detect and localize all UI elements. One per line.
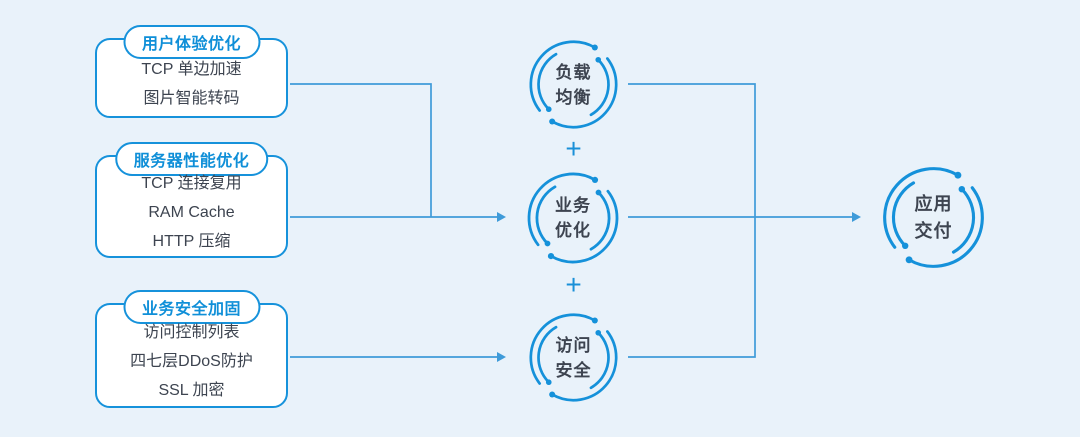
circle-label-line2: 优化	[555, 221, 591, 240]
circle-label: 业务 优化	[523, 168, 623, 268]
feature-box-title: 服务器性能优化	[114, 142, 269, 176]
feature-box-server-performance: 服务器性能优化 TCP 连接复用 RAM Cache HTTP 压缩	[95, 142, 288, 258]
connector-box1-to-merge	[290, 83, 432, 217]
arrowhead-into-circle2	[497, 212, 506, 222]
circle-ring-icon	[529, 313, 618, 402]
feature-item: 四七层DDoS防护	[130, 353, 253, 370]
circle-label-line2: 均衡	[555, 87, 592, 107]
arrowhead-into-result	[852, 212, 861, 222]
feature-item: 图片智能转码	[143, 90, 240, 107]
circle-label-line1: 访问	[555, 335, 592, 355]
circle-ring-icon	[527, 172, 619, 264]
circle-label: 负载 均衡	[525, 36, 622, 133]
circle-application-delivery: 应用 交付	[878, 162, 989, 273]
feature-item: TCP 单边加速	[141, 61, 242, 78]
circle-ring-icon	[883, 167, 984, 268]
circle-label-line2: 交付	[914, 220, 953, 241]
circle-access-security: 访问 安全	[525, 309, 622, 406]
circle-ring-icon	[529, 40, 618, 129]
arrowhead-into-circle3	[497, 352, 506, 362]
feature-item: 访问控制列表	[143, 324, 240, 341]
circle-label-line1: 业务	[555, 196, 591, 215]
connector-circles-merge-right	[628, 83, 756, 358]
circle-business-optimization: 业务 优化	[523, 168, 623, 268]
circle-label-line1: 应用	[914, 193, 953, 214]
feature-item: RAM Cache	[148, 204, 235, 221]
plus-operator-top: +	[565, 133, 582, 164]
feature-item: TCP 连接复用	[141, 175, 242, 192]
plus-operator-bottom: +	[565, 269, 582, 300]
circle-load-balancing: 负载 均衡	[525, 36, 622, 133]
feature-box-title: 用户体验优化	[122, 25, 261, 59]
circle-label: 访问 安全	[525, 309, 622, 406]
feature-box-security-hardening: 业务安全加固 访问控制列表 四七层DDoS防护 SSL 加密	[95, 290, 288, 408]
feature-item: HTTP 压缩	[152, 233, 231, 250]
circle-label: 应用 交付	[878, 162, 989, 273]
circle-label-line2: 安全	[555, 360, 592, 380]
feature-item: SSL 加密	[158, 382, 225, 399]
circle-label-line1: 负载	[555, 62, 592, 82]
feature-box-title: 业务安全加固	[122, 290, 261, 324]
feature-box-user-experience: 用户体验优化 TCP 单边加速 图片智能转码	[95, 25, 288, 118]
